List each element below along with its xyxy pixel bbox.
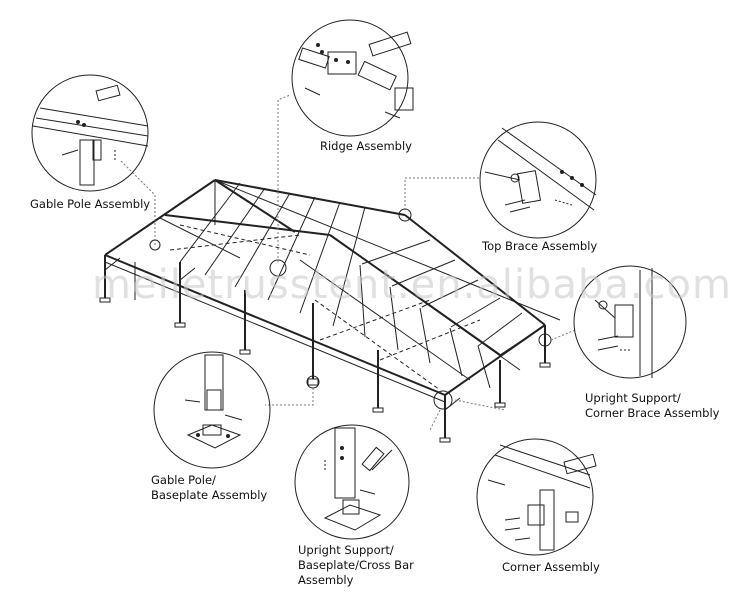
- gable-baseplate-detail: [153, 351, 271, 469]
- label-upright-crossbar-line3: Assembly: [298, 573, 354, 587]
- label-top-brace-assembly: Top Brace Assembly: [482, 239, 598, 253]
- top-brace-detail: [479, 121, 597, 239]
- label-ridge-assembly: Ridge Assembly: [320, 139, 412, 153]
- label-gable-pole-assembly: Gable Pole Assembly: [30, 197, 151, 211]
- upright-corner-brace-detail: [573, 265, 687, 379]
- label-corner-assembly: Corner Assembly: [502, 560, 600, 574]
- leader-lines: [119, 94, 576, 431]
- label-upright-crossbar-line2: Baseplate/Cross Bar: [298, 558, 414, 572]
- ridge-detail: [291, 19, 414, 137]
- corner-detail: [476, 438, 597, 556]
- watermark: meiletrusstent.en.alibaba.com: [92, 262, 732, 308]
- tent-frame: [99, 179, 561, 443]
- label-gable-baseplate-line2: Baseplate Assembly: [151, 488, 268, 502]
- label-upright-crossbar-line1: Upright Support/: [298, 543, 394, 557]
- label-gable-baseplate-line1: Gable Pole/: [151, 473, 216, 487]
- gable-pole-detail: [31, 74, 149, 192]
- upright-baseplate-crossbar-detail: [294, 424, 410, 540]
- label-upright-corner-brace-line2: Corner Brace Assembly: [585, 406, 720, 420]
- label-upright-corner-brace-line1: Upright Support/: [585, 391, 681, 405]
